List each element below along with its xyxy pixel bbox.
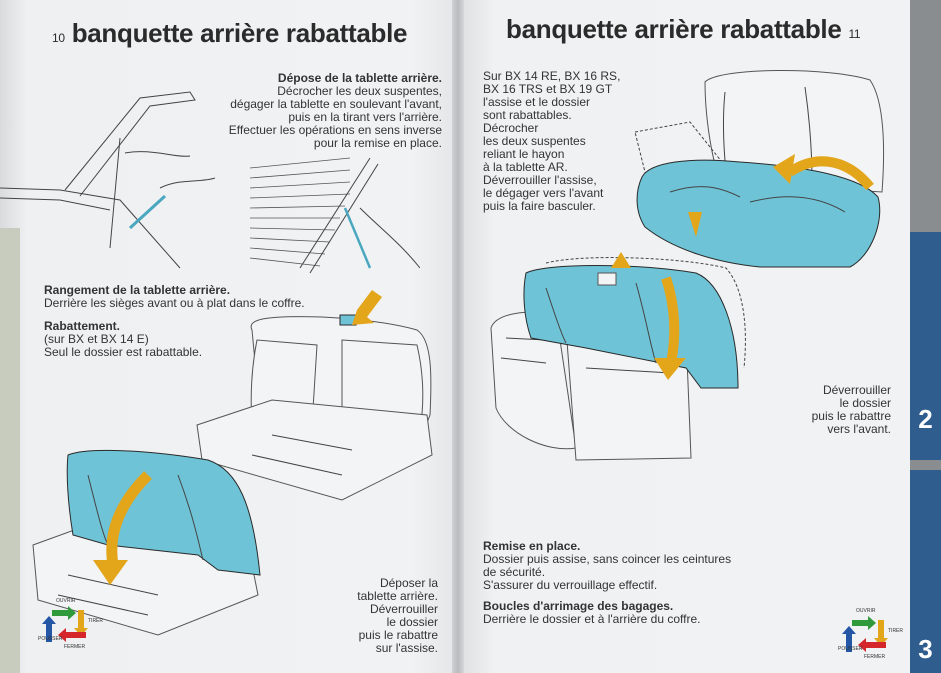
legend-tirer: TIRER [88,618,103,624]
rabattement-section: Rabattement. (sur BX et BX 14 E) Seul le… [44,320,202,359]
rangement-text: Derrière les sièges avant ou à plat dans… [44,296,305,310]
intro-line: Sur BX 14 RE, BX 16 RS, [483,69,621,83]
intro-line: puis la faire basculer. [483,199,596,213]
deposer-line: Déposer la [379,576,438,590]
remise-line: Dossier puis assise, sans coincer les ce… [483,552,732,566]
legend-ouvrir: OUVRIR [56,598,76,604]
book-gutter [452,0,464,673]
chapter-tab-3[interactable]: 3 [910,470,941,673]
rear-seat-upright-illustration [196,290,433,501]
direction-arrows-icon [842,616,888,652]
rear-seat-backrest-fold-illustration [490,252,746,461]
right-page-title: banquette arrière rabattable 11 [506,14,861,45]
depose-section: Dépose de la tablette arrière. Décrocher… [229,72,442,150]
remise-line: S'assurer du verrouillage effectif. [483,578,658,592]
left-direction-legend: OUVRIR TIRER FERMER POUSSER [38,596,103,650]
left-page-number: 10 [52,31,65,45]
deposer-line: tablette arrière. [357,589,438,603]
intro-line: Décrocher [483,121,539,135]
rear-seat-cushion-tip-illustration [634,70,885,268]
intro-line: sont rabattables. [483,108,572,122]
chapter-tab-3-label: 3 [918,634,933,664]
rangement-section: Rangement de la tablette arrière. Derriè… [44,284,305,310]
deposer-section: Déposer la tablette arrière. Déverrouill… [357,577,438,655]
boucles-title: Boucles d'arrimage des bagages. [483,599,674,613]
right-title-text: banquette arrière rabattable [506,14,842,44]
legend-pousser: POUSSER [838,646,863,652]
legend-tirer: TIRER [888,628,903,634]
boucles-text: Derrière le dossier et à l'arrière du co… [483,612,701,626]
deverrouiller-section: Déverrouiller le dossier puis le rabattr… [812,384,891,436]
right-page-number: 11 [848,27,861,41]
rabattement-line: (sur BX et BX 14 E) [44,332,149,346]
deverrouiller-line: le dossier [839,396,891,410]
remise-title: Remise en place. [483,539,581,553]
rear-seat-folding-illustration [32,449,261,636]
boucles-section: Boucles d'arrimage des bagages. Derrière… [483,600,701,626]
chapter-tab-2[interactable]: 2 [910,232,941,460]
intro-line: BX 16 TRS et BX 19 GT [483,82,613,96]
legend-fermer: FERMER [864,654,886,660]
depose-line: Décrocher les deux suspentes, [277,84,442,98]
intro-line: le dégager vers l'avant [483,186,604,200]
intro-line: à la tablette AR. [483,160,568,174]
rabattement-title: Rabattement. [44,319,121,333]
deposer-line: Déverrouiller [369,602,438,616]
deposer-line: puis le rabattre [358,628,438,642]
depose-line: puis en la tirant vers l'arrière. [288,110,442,124]
left-page-title: 10 banquette arrière rabattable [52,18,407,49]
right-direction-legend: OUVRIR TIRER FERMER POUSSER [838,606,903,660]
deverrouiller-line: Déverrouiller [822,383,891,397]
intro-line: les deux suspentes [483,134,586,148]
legend-pousser: POUSSER [38,636,63,642]
depose-line: pour la remise en place. [313,136,442,150]
deposer-line: le dossier [386,615,438,629]
deverrouiller-line: vers l'avant. [827,422,891,436]
deposer-line: sur l'assise. [375,641,438,655]
chapter-tab-2-label: 2 [918,404,933,434]
rabattement-line: Seul le dossier est rabattable. [44,345,203,359]
depose-line: dégager la tablette en soulevant l'avant… [230,97,442,111]
intro-line: reliant le hayon [483,147,565,161]
depose-line: Effectuer les opérations en sens inverse [228,123,442,137]
direction-arrows-icon [42,606,88,642]
depose-title: Dépose de la tablette arrière. [277,71,442,85]
legend-ouvrir: OUVRIR [856,608,876,614]
tablette-removal-illustration [0,91,420,274]
remise-line: de sécurité. [483,565,546,579]
intro-line: Déverrouiller l'assise, [483,173,597,187]
left-title-text: banquette arrière rabattable [71,18,408,48]
intro-section: Sur BX 14 RE, BX 16 RS, BX 16 TRS et BX … [483,70,620,213]
left-page-edge [0,228,20,673]
intro-line: l'assise et le dossier [483,95,591,109]
deverrouiller-line: puis le rabattre [811,409,891,423]
rangement-title: Rangement de la tablette arrière. [44,283,231,297]
legend-fermer: FERMER [64,644,86,650]
remise-section: Remise en place. Dossier puis assise, sa… [483,540,731,592]
